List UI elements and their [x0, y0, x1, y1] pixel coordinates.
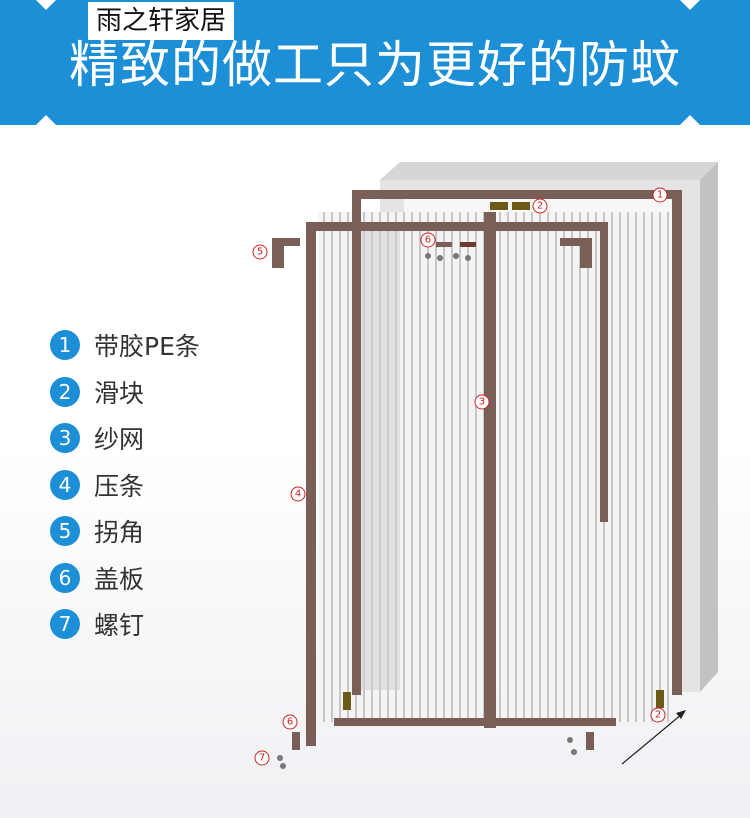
header-banner: 精致的做工只为更好的防蚊	[0, 0, 750, 125]
screw-group	[277, 253, 577, 769]
screw-icon	[567, 737, 573, 743]
front-frame-top-left	[306, 222, 488, 231]
part-marker: 6	[282, 714, 298, 730]
part-marker: 7	[254, 750, 270, 766]
marker-label: 6	[425, 235, 431, 246]
legend-number-badge: 5	[50, 516, 80, 547]
screw-icon	[280, 763, 286, 769]
part-marker: 3	[474, 394, 490, 410]
screw-icon	[571, 749, 577, 755]
screw-icon	[453, 253, 459, 259]
legend-item: 3 纱网	[50, 415, 200, 462]
mesh-shadow	[360, 230, 400, 690]
banner-notch	[680, 0, 700, 10]
brand-label: 雨之轩家居	[88, 2, 235, 40]
legend-item: 6 盖板	[50, 555, 200, 602]
part-marker: 2	[650, 707, 666, 723]
back-frame-left	[352, 190, 361, 695]
banner-notch	[36, 0, 56, 10]
marker-label: 4	[295, 489, 301, 500]
cover-plate	[436, 242, 452, 247]
front-frame	[306, 212, 616, 746]
cover-plate	[292, 732, 300, 750]
marker-label: 5	[257, 247, 263, 258]
slider-block	[512, 202, 530, 210]
back-frame-right	[672, 190, 682, 695]
legend-label: 带胶PE条	[94, 332, 200, 362]
wall-top-face	[380, 162, 718, 180]
slider-block-bottom	[656, 690, 664, 708]
legend-label: 盖板	[94, 564, 145, 594]
cover-plate	[586, 732, 594, 750]
legend-number-badge: 1	[50, 330, 80, 361]
legend-item: 2 滑块	[50, 369, 200, 416]
marker-label: 2	[655, 710, 661, 721]
part-marker: 6	[420, 232, 436, 248]
front-frame-left-stile	[306, 222, 316, 746]
front-frame-top-right	[472, 222, 608, 231]
marker-label: 3	[479, 397, 485, 408]
mesh-panel-right	[498, 212, 670, 722]
legend-number-badge: 2	[50, 376, 80, 407]
legend-item: 5 拐角	[50, 508, 200, 555]
screw-icon	[425, 253, 431, 259]
front-frame-right-stile	[600, 222, 608, 522]
part-marker: 5	[252, 244, 268, 260]
legend-number-badge: 3	[50, 423, 80, 454]
legend-item: 4 压条	[50, 462, 200, 509]
screw-icon	[465, 255, 471, 261]
marker-label: 1	[657, 190, 663, 201]
legend-item: 7 螺钉	[50, 601, 200, 648]
legend-number-badge: 6	[50, 562, 80, 593]
legend-number-badge: 7	[50, 609, 80, 640]
part-marker: 1	[652, 187, 668, 203]
corner-piece-left	[272, 238, 300, 268]
slider-block	[490, 202, 508, 210]
marker-label: 2	[537, 201, 543, 212]
page-title: 精致的做工只为更好的防蚊	[69, 36, 681, 94]
mesh-panel-left	[318, 212, 490, 722]
banner-notch	[36, 115, 56, 125]
arrow-icon	[621, 710, 686, 765]
banner-notch	[680, 115, 700, 125]
screw-icon	[277, 755, 283, 761]
part-marker: 2	[532, 198, 548, 214]
back-frame-top	[352, 190, 682, 199]
legend-label: 压条	[94, 471, 145, 501]
marker-label: 6	[287, 717, 293, 728]
legend-label: 纱网	[94, 425, 145, 455]
slider-block-bottom	[343, 692, 351, 710]
marker-label: 7	[259, 753, 265, 764]
legend-label: 螺钉	[94, 611, 145, 641]
parts-legend: 1 带胶PE条 2 滑块 3 纱网 4 压条 5 拐角 6 盖板 7 螺钉	[50, 322, 200, 648]
legend-item: 1 带胶PE条	[50, 322, 200, 369]
screw-icon	[437, 255, 443, 261]
center-meeting-rail	[484, 212, 496, 728]
legend-number-badge: 4	[50, 469, 80, 500]
legend-label: 滑块	[94, 378, 145, 408]
cover-plate	[460, 242, 476, 247]
corner-piece-right	[560, 238, 592, 268]
part-marker: 4	[290, 486, 306, 502]
legend-label: 拐角	[94, 518, 145, 548]
back-frame	[352, 190, 682, 695]
wall-side-face	[700, 162, 718, 692]
bottom-rail	[334, 718, 616, 726]
